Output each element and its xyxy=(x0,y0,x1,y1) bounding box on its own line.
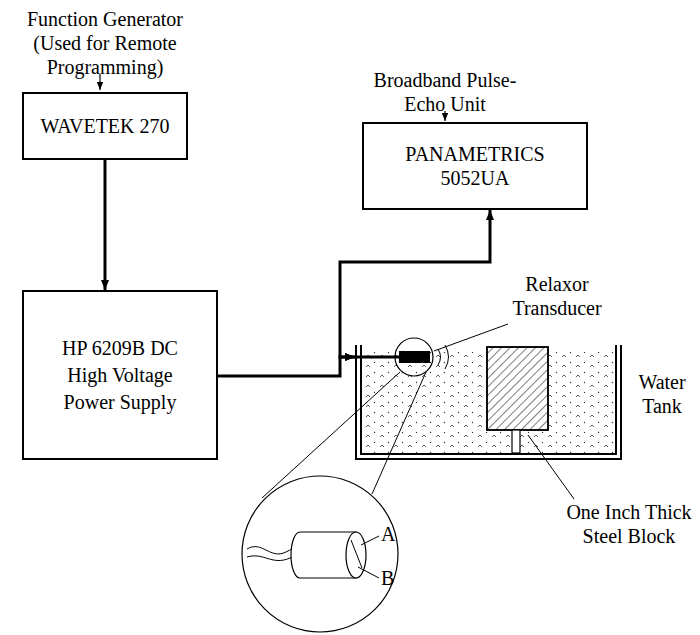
tank-label: Water Tank xyxy=(630,370,694,418)
leader-line xyxy=(434,324,508,351)
device-name: PANAMETRICS 5052UA xyxy=(395,142,555,190)
pulse-echo-box: Broadband Pulse-Echo UnitPANAMETRICS 505… xyxy=(362,122,588,210)
signal-wire xyxy=(340,210,490,357)
steel-block xyxy=(487,347,548,430)
function-generator-box: Function Generator (Used for Remote Prog… xyxy=(22,92,188,160)
electrode-label: A xyxy=(381,522,399,546)
part-label: Relaxor Transducer xyxy=(497,272,617,320)
signal-wire xyxy=(218,357,355,376)
leader-line xyxy=(528,435,574,499)
electrode-label: B xyxy=(381,566,399,590)
leader-line xyxy=(358,567,379,578)
sound-wave xyxy=(438,349,441,365)
power-supply-box: HP 6209B DC High Voltage Power Supply xyxy=(22,290,218,460)
zoom-circle xyxy=(242,476,398,632)
zoom-line xyxy=(372,372,426,494)
part-label: One Inch Thick Steel Block xyxy=(563,500,695,548)
sound-wave xyxy=(445,345,449,369)
steel-block-hatch xyxy=(487,347,548,430)
leader-line xyxy=(361,536,379,545)
device-heading: Function Generator (Used for Remote Prog… xyxy=(10,7,200,79)
device-heading: Broadband Pulse-Echo Unit xyxy=(370,68,520,116)
electrode-line xyxy=(351,540,362,568)
signal-wire xyxy=(104,160,107,290)
block-support xyxy=(512,430,520,453)
detail-circle xyxy=(395,338,433,376)
transducer-face xyxy=(346,532,366,578)
water-tank: Water Tank xyxy=(355,345,622,460)
transducer-body xyxy=(399,351,430,363)
device-name: WAVETEK 270 xyxy=(40,114,169,138)
device-name: HP 6209B DC High Voltage Power Supply xyxy=(53,335,188,416)
